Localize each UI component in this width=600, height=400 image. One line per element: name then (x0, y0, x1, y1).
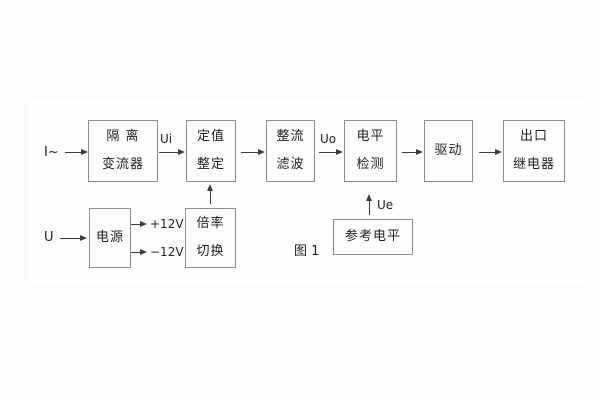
block-level-detect-line2: 检测 (356, 157, 385, 172)
arrow-driver-to-relay (479, 149, 502, 155)
arrow-setting-to-rectifier (241, 149, 265, 155)
input-voltage-label: U (44, 230, 54, 245)
arrow-input-to-power (60, 235, 87, 241)
block-value-setting-line1: 定值 (196, 129, 225, 144)
block-power-supply-line1: 电源 (95, 230, 124, 245)
arrow-isolation-to-setting (159, 149, 185, 155)
arrow-rectifier-to-level (319, 149, 343, 155)
minus12v-label: −12V (150, 245, 184, 259)
arrow-reference-to-level-detect (365, 194, 372, 215)
block-ratio-switch-line2: 切换 (196, 244, 225, 259)
block-value-setting: 定值 整定 (186, 120, 236, 182)
signal-ue-label: Ue (377, 198, 394, 212)
plus12v-label: +12V (150, 217, 184, 231)
arrow-input-to-isolation (65, 149, 88, 155)
figure-caption: 图 1 (294, 244, 320, 259)
block-rectifier-line2: 滤波 (276, 157, 305, 172)
block-output-relay-line2: 继电器 (512, 157, 555, 172)
block-value-setting-line2: 整定 (196, 157, 225, 172)
block-ratio-switch-line1: 倍率 (196, 216, 225, 231)
arrow-power-plus12v (131, 221, 147, 227)
block-power-supply: 电源 (89, 208, 131, 268)
signal-uo-label: Uo (320, 132, 337, 146)
block-output-relay-line1: 出口 (519, 129, 548, 144)
block-driver: 驱动 (424, 120, 473, 182)
block-isolation-line1: 隔 离 (106, 129, 140, 144)
block-output-relay: 出口 继电器 (503, 120, 565, 182)
signal-ui-label: Ui (160, 132, 173, 146)
block-rectifier-filter: 整流 滤波 (266, 120, 315, 182)
block-isolation-line2: 变流器 (101, 157, 144, 172)
block-ratio-switch: 倍率 切换 (185, 208, 236, 268)
block-reference-level-line1: 参考电平 (344, 229, 401, 244)
block-reference-level: 参考电平 (333, 219, 413, 255)
block-level-detect-line1: 电平 (356, 129, 385, 144)
block-level-detect: 电平 检测 (344, 120, 397, 182)
block-rectifier-line1: 整流 (276, 129, 305, 144)
block-driver-line1: 驱动 (434, 143, 463, 158)
input-current-label: I~ (44, 145, 59, 160)
block-isolation-transformer: 隔 离 变流器 (88, 120, 158, 182)
arrow-ratio-to-setting (206, 184, 213, 204)
arrow-level-to-driver (402, 149, 423, 155)
arrow-power-minus12v (131, 249, 147, 255)
